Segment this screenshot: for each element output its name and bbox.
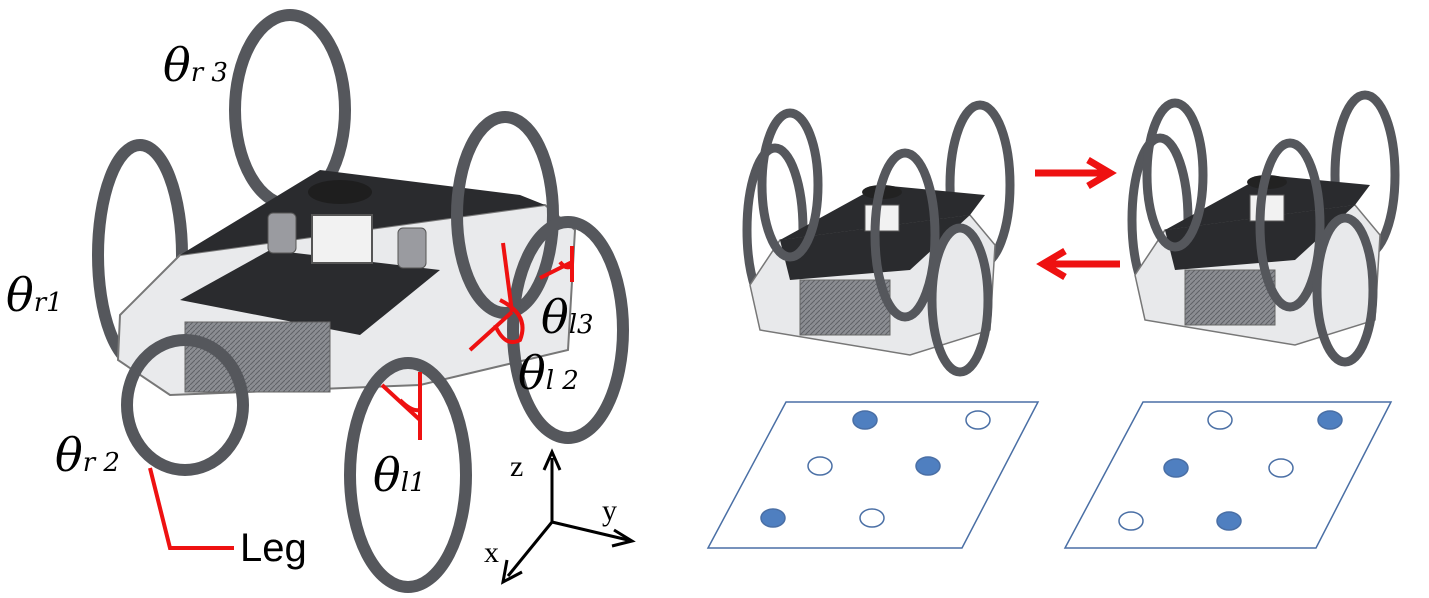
- contact-point-empty: [1118, 511, 1144, 531]
- l2-reference-line: [501, 242, 514, 313]
- label-theta-l1: θl1: [373, 448, 426, 502]
- robot-pose-2: [1132, 95, 1395, 362]
- transition-arrows: [1035, 156, 1120, 281]
- label-theta-l3: θl3: [541, 290, 594, 344]
- axis-label-z: z: [510, 450, 524, 483]
- l3-leg-line: [539, 260, 573, 280]
- contact-plane-2: [1063, 401, 1393, 549]
- contact-point-empty: [859, 508, 885, 528]
- robot-connector-left: [267, 212, 297, 254]
- label-theta-r2: θr 2: [55, 428, 120, 482]
- contact-point-filled: [915, 456, 941, 476]
- leg-ring-top-right: [451, 111, 559, 319]
- contact-point-empty: [1207, 410, 1233, 430]
- axis-label-x: x: [484, 536, 499, 569]
- label-theta-l2: θl 2: [518, 346, 579, 400]
- axis-label-y: y: [602, 494, 617, 527]
- leg-pointer-line: [148, 467, 234, 550]
- angle-annotations: [148, 242, 574, 550]
- contact-point-filled: [852, 410, 878, 430]
- contact-point-empty: [807, 456, 833, 476]
- robot-front-plate: [180, 250, 440, 335]
- robot-sensor-box: [311, 214, 373, 264]
- l3-angle-arc: [558, 260, 574, 270]
- contact-point-filled: [760, 508, 786, 528]
- main-robot: [92, 9, 629, 593]
- contact-point-filled: [1216, 511, 1242, 531]
- leg-ring-l1: [344, 357, 472, 593]
- robot-pose-1: [747, 105, 1010, 372]
- l1-angle-arc: [398, 398, 421, 413]
- contact-point-empty: [1268, 458, 1294, 478]
- contact-point-empty: [965, 410, 991, 430]
- contact-plane-1: [706, 401, 1040, 549]
- leg-ring-l3: [507, 216, 629, 444]
- label-theta-r3: θr 3: [163, 38, 228, 92]
- robot-connector-right: [397, 227, 427, 269]
- contact-point-filled: [1163, 458, 1189, 478]
- leg-label: Leg: [240, 526, 307, 570]
- coordinate-axes: [500, 448, 636, 585]
- l2-leg-line: [468, 310, 514, 352]
- label-theta-r1: θr1: [6, 268, 63, 322]
- leg-ring-r2: [121, 334, 249, 476]
- robot-top-disc: [308, 180, 372, 204]
- l2-angle-arc: [493, 298, 525, 345]
- contact-point-filled: [1317, 410, 1343, 430]
- robot-grille: [184, 321, 331, 393]
